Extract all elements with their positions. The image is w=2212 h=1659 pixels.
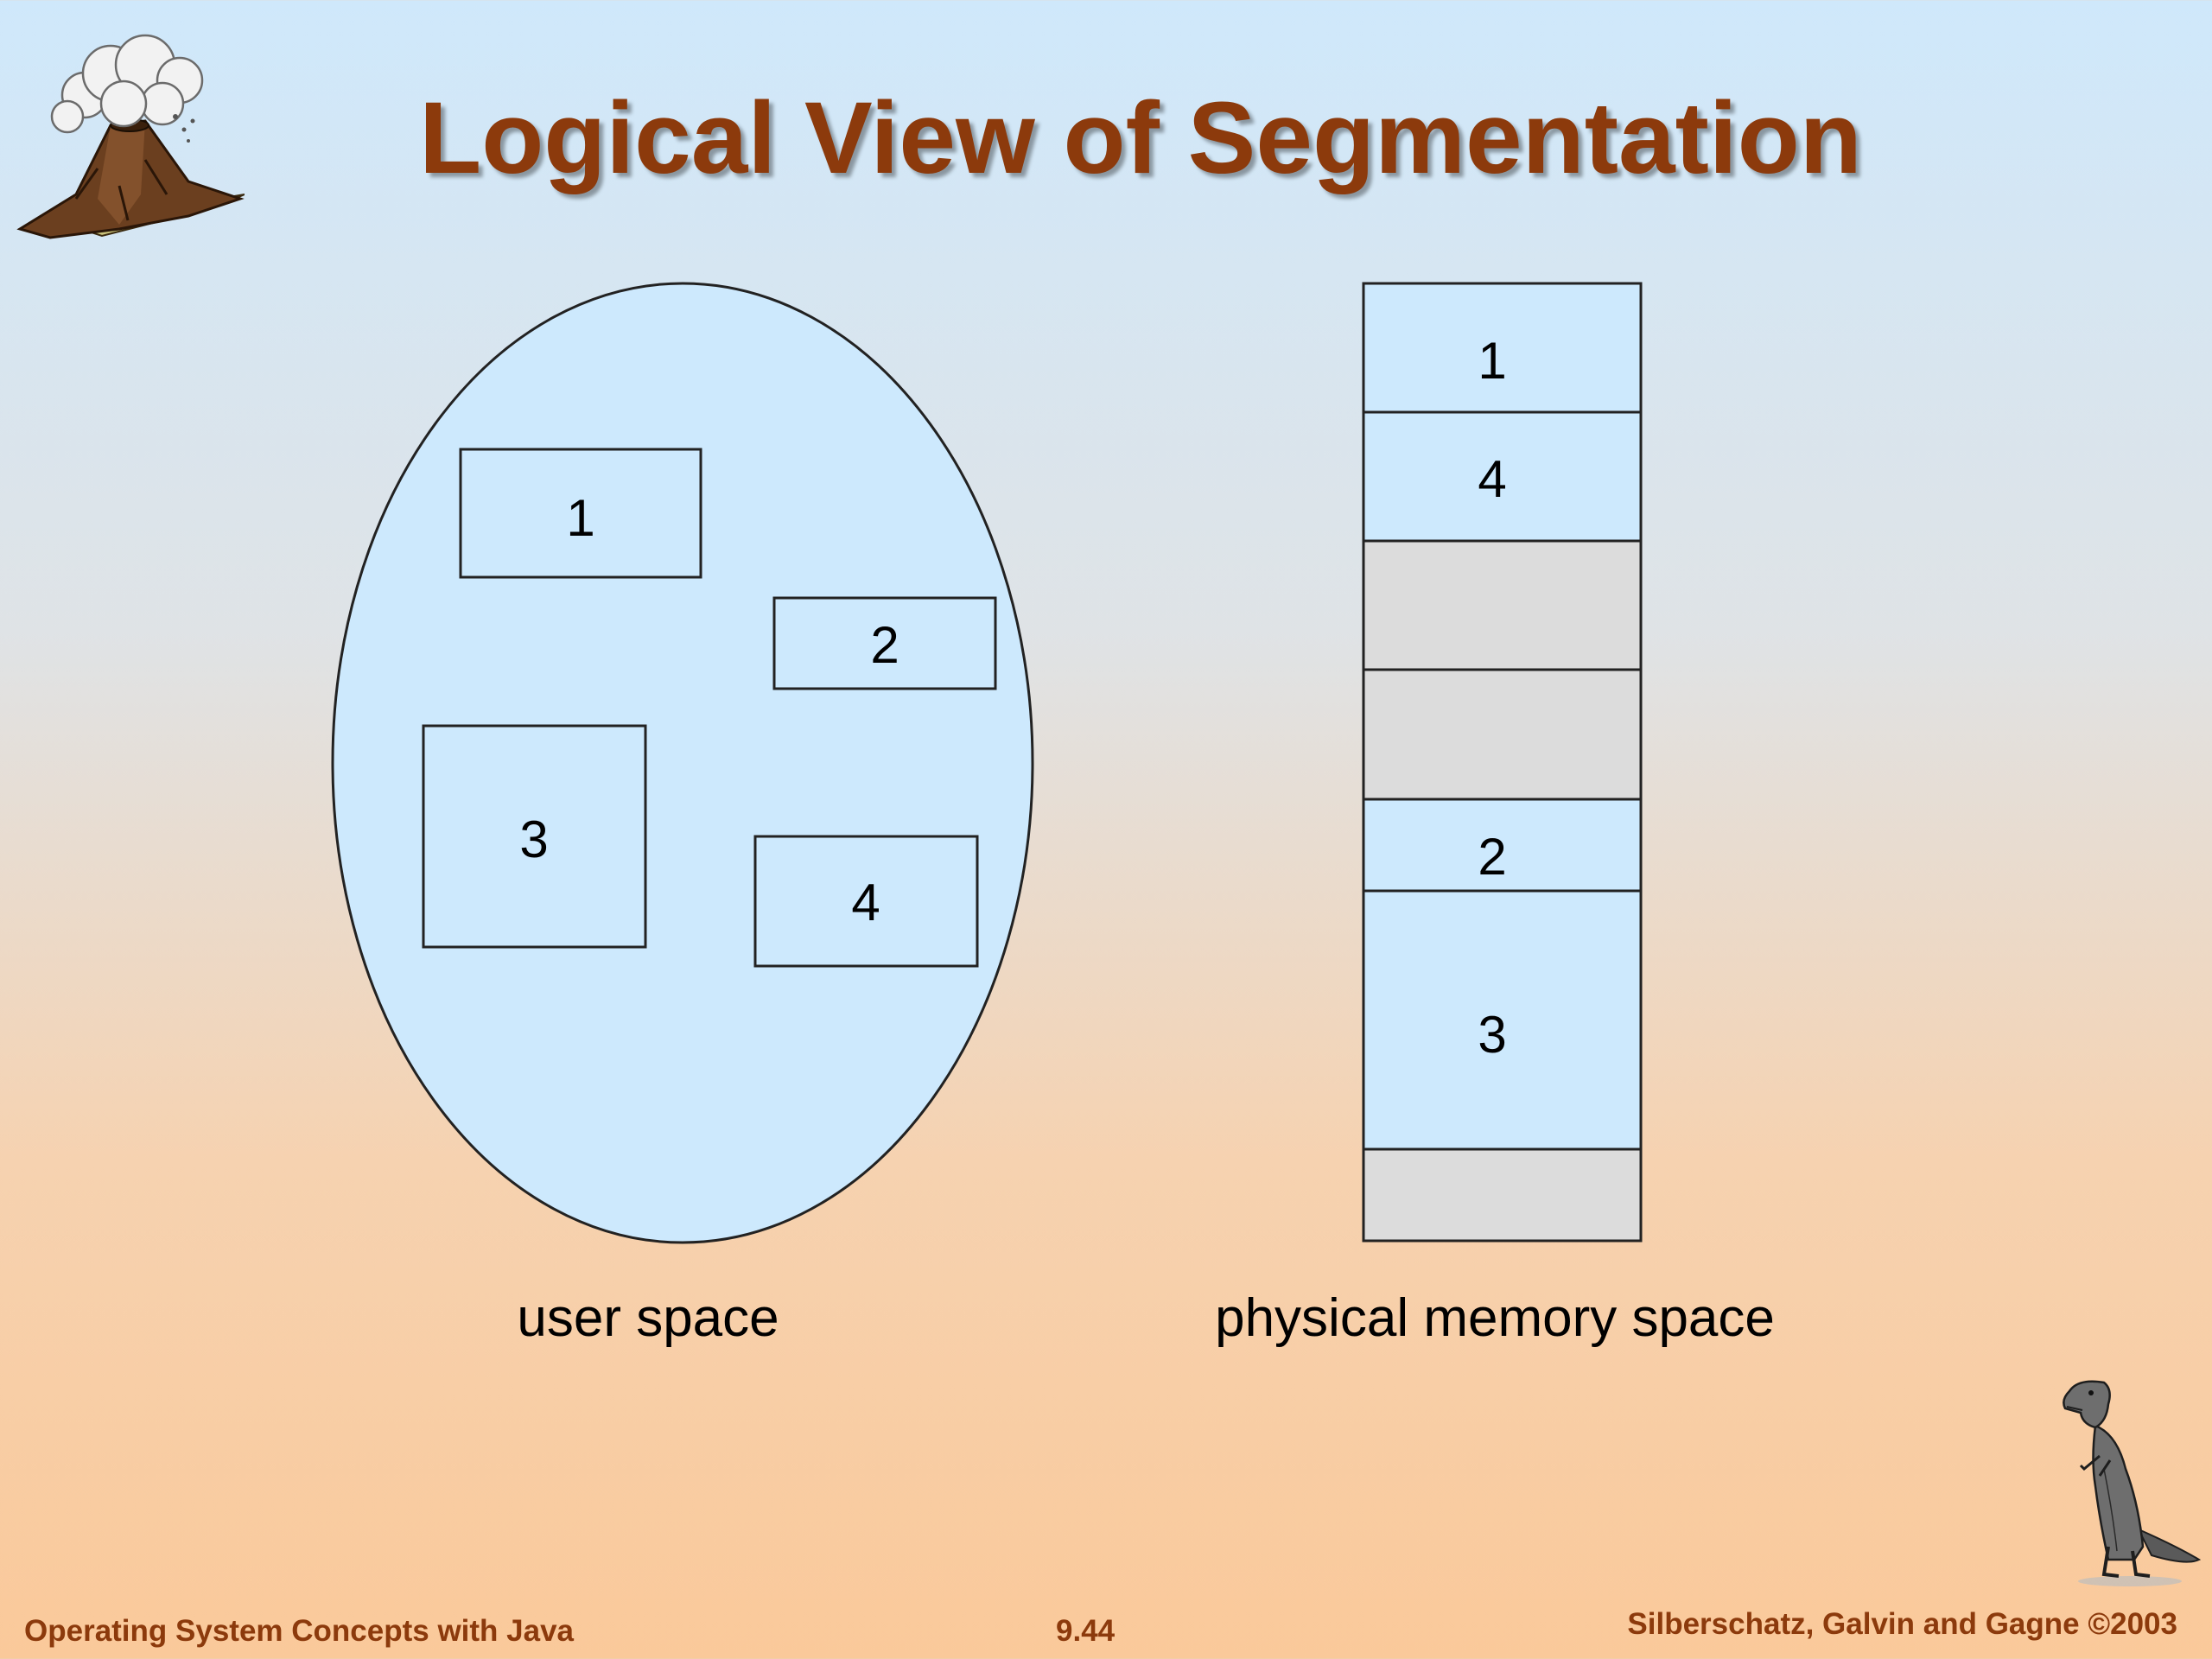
memory-block-label: 3 <box>1478 1006 1506 1064</box>
physical-memory-label: physical memory space <box>1215 1288 1775 1348</box>
memory-block-segment-2: 2 <box>1362 798 1643 893</box>
user-segment-label: 2 <box>870 616 899 674</box>
user-segment-label: 1 <box>566 489 594 547</box>
footer-copyright: Silberschatz, Galvin and Gagne ©2003 <box>1627 1607 2177 1641</box>
footer-page-number: 9.44 <box>1056 1614 1116 1648</box>
footer-book-title: Operating System Concepts with Java <box>24 1614 575 1648</box>
memory-block-free <box>1362 1147 1643 1243</box>
memory-block-label: 4 <box>1478 450 1506 508</box>
memory-block-segment-1: 1 <box>1362 282 1643 414</box>
memory-block-free <box>1362 668 1643 801</box>
user-segment-3: 3 <box>422 724 647 949</box>
user-segment-label: 3 <box>519 810 548 868</box>
slide-title: Logical View of Segmentation <box>419 81 1862 195</box>
user-space-label: user space <box>517 1288 779 1348</box>
dinosaur-icon <box>2063 1380 2202 1586</box>
user-segment-1: 1 <box>459 448 702 579</box>
user-segment-2: 2 <box>772 596 997 690</box>
memory-block-segment-3: 3 <box>1362 889 1643 1151</box>
memory-block-segment-4: 4 <box>1362 410 1643 543</box>
user-segment-label: 4 <box>851 874 880 931</box>
memory-block-label: 2 <box>1478 828 1506 886</box>
memory-block-free <box>1362 539 1643 671</box>
volcano-icon <box>16 34 245 239</box>
physical-memory-column: 1 4 2 3 <box>1362 282 1643 1243</box>
memory-block-label: 1 <box>1478 332 1506 390</box>
user-segment-4: 4 <box>753 835 979 968</box>
